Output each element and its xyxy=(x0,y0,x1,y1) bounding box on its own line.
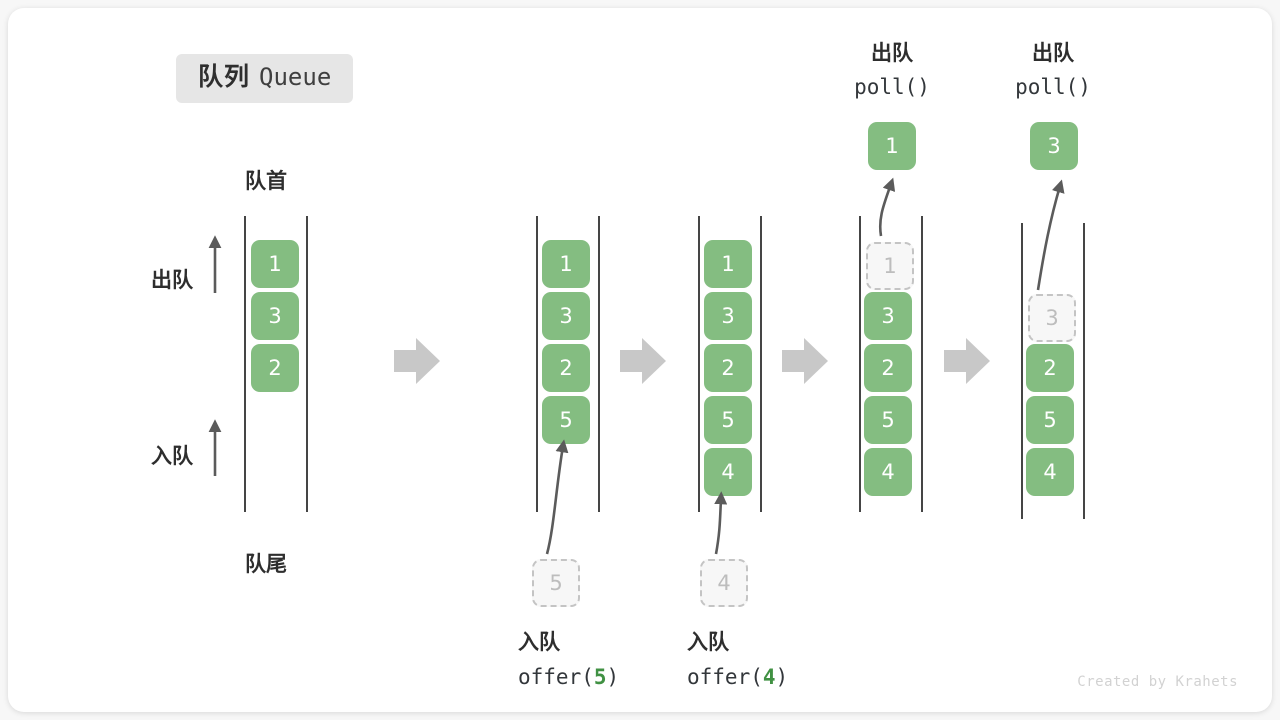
title-chinese: 队列 xyxy=(198,63,251,91)
operation-label-cn: 入队 xyxy=(687,631,729,654)
queue-item-new: 5 xyxy=(542,396,590,444)
rail-left xyxy=(698,216,700,512)
rail-left xyxy=(859,216,861,512)
queue-item: 3 xyxy=(864,292,912,340)
rail-right xyxy=(760,216,762,512)
rail-left xyxy=(1021,223,1023,519)
ghost-item-incoming: 4 xyxy=(700,559,748,607)
popped-item: 3 xyxy=(1030,122,1078,170)
rail-left xyxy=(536,216,538,512)
queue-item: 2 xyxy=(1026,344,1074,392)
title-english: Queue xyxy=(259,63,332,91)
queue-item: 2 xyxy=(704,344,752,392)
attribution-footer: Created by Krahets xyxy=(1077,674,1238,690)
diagram-title-badge: 队列 Queue xyxy=(176,54,354,103)
transition-arrow-icon xyxy=(782,338,828,384)
queue-item: 3 xyxy=(251,292,299,340)
queue-item: 2 xyxy=(542,344,590,392)
operation-code-value: 4 xyxy=(762,665,776,689)
operation-code-name: offer( xyxy=(518,665,594,689)
queue-item: 3 xyxy=(542,292,590,340)
operation-code-close: ) xyxy=(606,665,620,689)
dequeue-motion-arrow xyxy=(1036,179,1065,291)
operation-label-cn: 出队 xyxy=(871,42,913,65)
rail-right xyxy=(921,216,923,512)
ghost-item-incoming: 5 xyxy=(532,559,580,607)
operation-code: poll() xyxy=(854,75,930,99)
ghost-item-outgoing: 1 xyxy=(866,242,914,290)
queue-item: 1 xyxy=(704,240,752,288)
operation-code-value: 5 xyxy=(593,665,607,689)
queue-item: 1 xyxy=(251,240,299,288)
operation-code: offer(5) xyxy=(518,664,619,692)
rail-left xyxy=(244,216,246,512)
queue-head-label: 队首 xyxy=(245,170,287,193)
transition-arrow-icon xyxy=(394,338,440,384)
queue-item: 4 xyxy=(864,448,912,496)
queue-tail-label: 队尾 xyxy=(245,553,287,576)
queue-item: 5 xyxy=(864,396,912,444)
operation-code: offer(4) xyxy=(687,664,788,692)
operation-code-close: ) xyxy=(775,665,789,689)
transition-arrow-icon xyxy=(944,338,990,384)
operation-label-cn: 入队 xyxy=(518,631,560,654)
queue-item: 5 xyxy=(1026,396,1074,444)
queue-item: 3 xyxy=(704,292,752,340)
dequeue-direction-label: 出队 xyxy=(151,269,193,292)
popped-item: 1 xyxy=(868,122,916,170)
ghost-item-outgoing: 3 xyxy=(1028,294,1076,342)
queue-item: 4 xyxy=(1026,448,1074,496)
rail-right xyxy=(1083,223,1085,519)
dequeue-motion-arrow xyxy=(878,177,896,237)
queue-item: 1 xyxy=(542,240,590,288)
queue-item: 2 xyxy=(251,344,299,392)
queue-item: 5 xyxy=(704,396,752,444)
operation-code: poll() xyxy=(1015,75,1091,99)
enqueue-motion-arrow xyxy=(714,491,728,555)
operation-label-cn: 出队 xyxy=(1032,42,1074,65)
diagram-card: 队列 Queue 队首 队尾 出队 入队 1 3 2 1 3 2 5 5 入队 o… xyxy=(8,8,1272,712)
queue-item: 2 xyxy=(864,344,912,392)
enqueue-direction-label: 入队 xyxy=(151,445,193,468)
enqueue-motion-arrow xyxy=(545,439,569,555)
queue-item-new: 4 xyxy=(704,448,752,496)
rail-right xyxy=(306,216,308,512)
transition-arrow-icon xyxy=(620,338,666,384)
operation-code-name: offer( xyxy=(687,665,763,689)
rail-right xyxy=(598,216,600,512)
